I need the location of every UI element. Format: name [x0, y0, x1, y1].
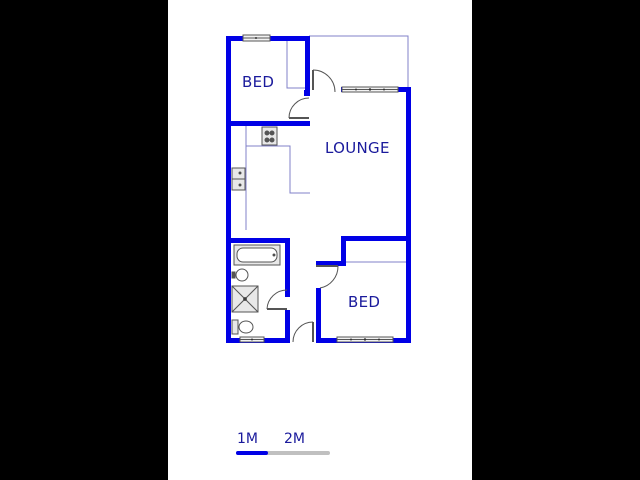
- outline-lines: [245, 35, 409, 263]
- scale-label-2m: 2M: [284, 431, 305, 447]
- room-label-lounge: LOUNGE: [325, 139, 390, 157]
- floorplan-panel: [168, 0, 472, 480]
- doors: [266, 69, 339, 343]
- room-label-bed-2: BED: [348, 293, 381, 311]
- basin-icon: [231, 268, 249, 282]
- room-label-bed-1: BED: [242, 73, 275, 91]
- scale-bar: [236, 451, 330, 455]
- scale-label-1m: 1M: [237, 431, 258, 447]
- toilet-icon: [231, 319, 254, 335]
- kitchen-sink-icon: [231, 167, 246, 191]
- stove-icon: [261, 126, 278, 146]
- shower-icon: [231, 285, 259, 313]
- bathtub-icon: [233, 244, 281, 266]
